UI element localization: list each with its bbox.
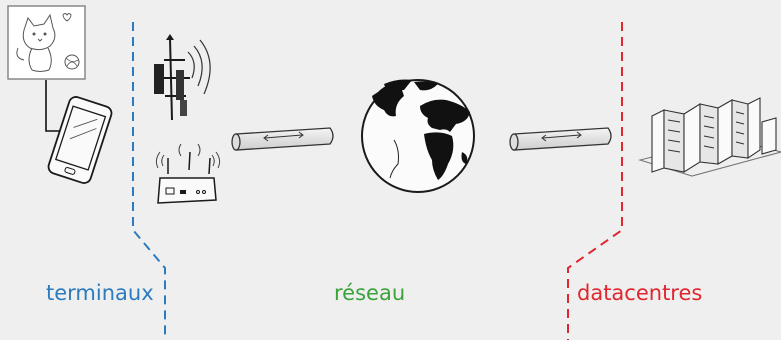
cell-tower-icon xyxy=(154,34,210,120)
network-label: réseau xyxy=(334,277,405,309)
wifi-router-icon xyxy=(156,144,219,203)
smartphone-icon xyxy=(47,95,114,185)
cat-drawing-icon xyxy=(8,6,85,79)
cable-icon xyxy=(232,128,333,150)
globe-icon xyxy=(362,80,474,193)
cable-icon xyxy=(510,128,611,150)
datacenters-label: datacentres xyxy=(577,277,702,309)
server-racks-icon xyxy=(640,98,781,176)
terminals-label: terminaux xyxy=(46,277,154,309)
